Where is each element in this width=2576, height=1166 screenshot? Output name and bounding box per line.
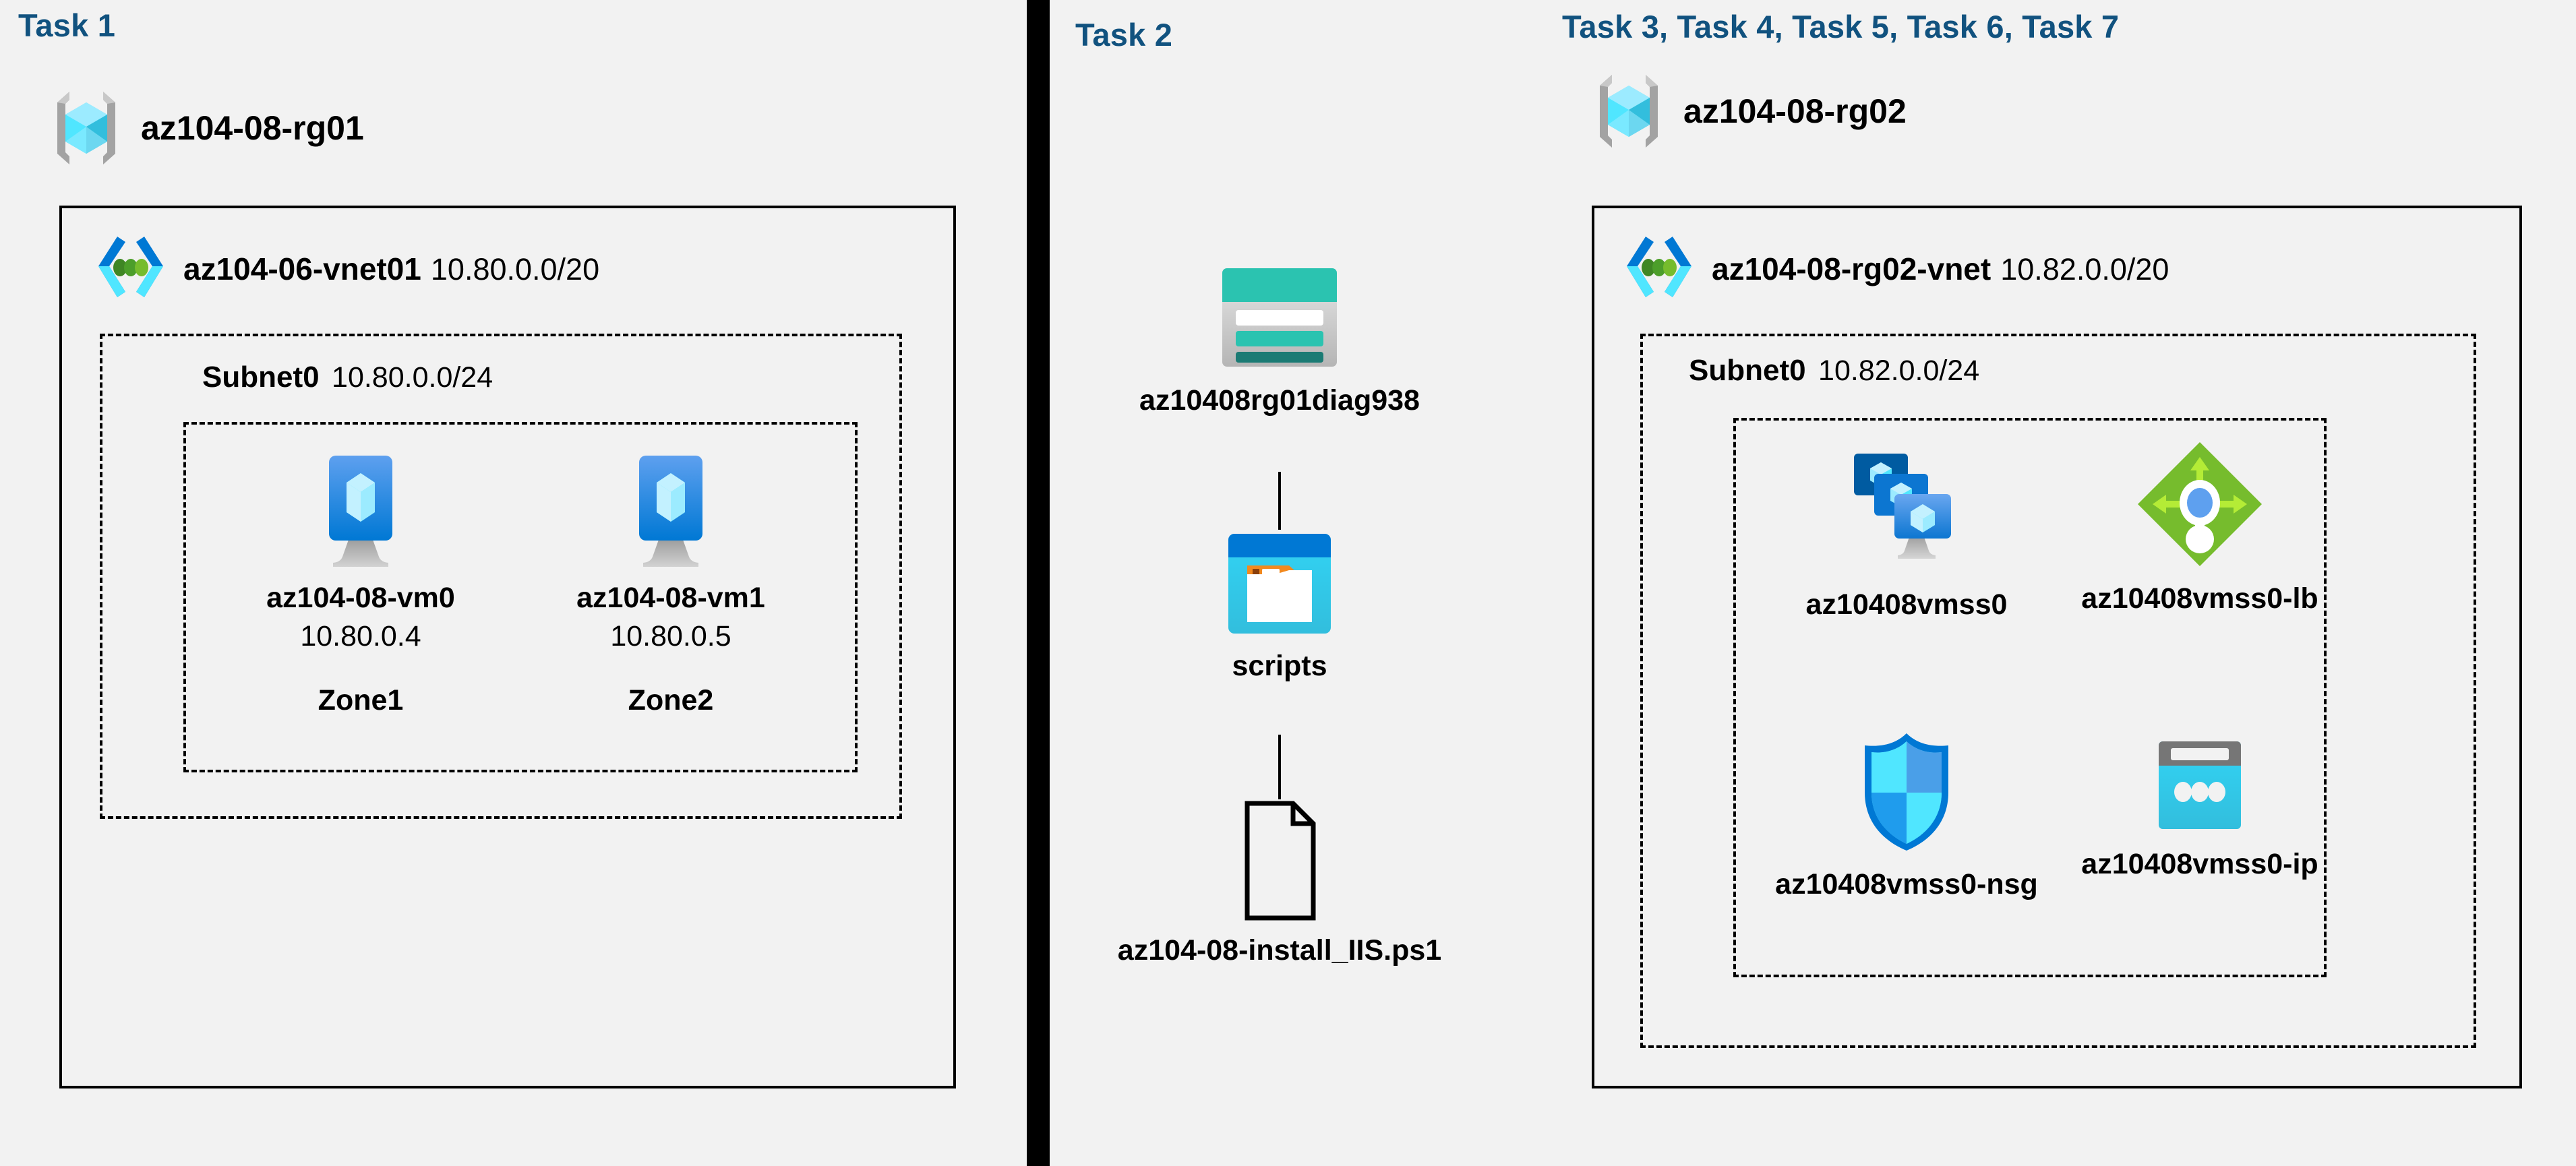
virtual-machine-icon — [310, 452, 411, 570]
storage-account-icon — [1216, 263, 1344, 372]
subnet-header: Subnet0 10.80.0.0/24 — [202, 361, 493, 394]
subnet-cidr: 10.80.0.0/24 — [332, 361, 493, 394]
load-balancer-icon — [2134, 438, 2266, 570]
subnet-box-subnet0 — [1640, 334, 2476, 1048]
vnet-cidr: 10.82.0.0/20 — [2000, 252, 2169, 286]
subnet-box-subnet0 — [100, 334, 902, 819]
blob-container-name: scripts — [1232, 650, 1327, 682]
resource-group-icon — [49, 88, 123, 168]
vnet-name: az104-06-vnet01 — [183, 251, 421, 286]
script-file-name: az104-08-install_IIS.ps1 — [1117, 934, 1442, 966]
resource-node-vm1[interactable]: az104-08-vm1 10.80.0.5 Zone2 — [573, 452, 769, 717]
subnet-name: Subnet0 — [1689, 354, 1806, 387]
virtual-network-icon — [93, 233, 169, 305]
vnet-box-az104-06-vnet01 — [59, 206, 956, 1088]
resource-node-script-file[interactable]: az104-08-install_IIS.ps1 — [1050, 799, 1509, 967]
subnet-name: Subnet0 — [202, 361, 320, 394]
resource-node-public-ip[interactable]: az10408vmss0-ip — [2065, 735, 2335, 881]
panel-task-2: Task 2 az10408rg01diag938 — [1027, 0, 1578, 1166]
subnet-cidr: 10.82.0.0/24 — [1818, 355, 1980, 387]
panel-task-1: Task 1 az104-08-rg01 — [0, 0, 1027, 1166]
vnet-header: az104-06-vnet01 10.80.0.0/20 — [93, 233, 599, 305]
public-ip-name: az10408vmss0-ip — [2081, 848, 2318, 880]
resource-node-blob-container[interactable]: scripts — [1050, 530, 1509, 683]
vm-name: az104-08-vm0 — [266, 582, 455, 614]
vnet-header: az104-08-rg02-vnet 10.82.0.0/20 — [1621, 233, 2169, 305]
resource-node-vmss[interactable]: az10408vmss0 — [1772, 441, 2041, 621]
vm-ip: 10.80.0.4 — [300, 620, 421, 652]
virtual-machine-icon — [620, 452, 721, 570]
public-ip-address-icon — [2149, 735, 2250, 836]
connector-storage-to-container — [1278, 472, 1281, 530]
task-2-title: Task 2 — [1075, 17, 1173, 53]
network-security-group-icon — [1853, 728, 1960, 856]
vnet-cidr: 10.80.0.0/20 — [430, 252, 600, 286]
vm-zone: Zone2 — [628, 684, 714, 716]
resource-group-inner-box — [1733, 418, 2327, 977]
resource-node-storage-account[interactable]: az10408rg01diag938 — [1050, 263, 1509, 417]
task-1-title: Task 1 — [18, 7, 116, 43]
availability-zone-group-box — [183, 422, 858, 772]
resource-group-name: az104-08-rg01 — [141, 109, 364, 147]
resource-group-header-rg01: az104-08-rg01 — [49, 88, 364, 168]
resource-group-name: az104-08-rg02 — [1683, 92, 1907, 130]
vm-name: az104-08-vm1 — [576, 582, 765, 614]
vm-ip: 10.80.0.5 — [610, 620, 731, 652]
resource-node-vm0[interactable]: az104-08-vm0 10.80.0.4 Zone1 — [263, 452, 458, 717]
storage-account-name: az10408rg01diag938 — [1139, 384, 1420, 417]
blob-container-icon — [1223, 530, 1336, 638]
virtual-network-icon — [1621, 233, 1697, 305]
vm-zone: Zone1 — [318, 684, 404, 716]
panel-task-3-to-7: Task 3, Task 4, Task 5, Task 6, Task 7 a… — [1532, 0, 2576, 1166]
vm-scale-set-icon — [1839, 441, 1974, 576]
resource-node-nsg[interactable]: az10408vmss0-nsg — [1772, 728, 2041, 901]
subnet-header: Subnet0 10.82.0.0/24 — [1689, 354, 1979, 388]
connector-container-to-file — [1278, 735, 1281, 799]
vnet-box-az104-08-rg02-vnet — [1592, 206, 2522, 1088]
resource-group-icon — [1592, 71, 1666, 152]
resource-node-load-balancer[interactable]: az10408vmss0-lb — [2065, 438, 2335, 615]
vnet-name: az104-08-rg02-vnet — [1712, 251, 1991, 286]
task-3-to-7-title: Task 3, Task 4, Task 5, Task 6, Task 7 — [1562, 9, 2120, 44]
load-balancer-name: az10408vmss0-lb — [2081, 582, 2318, 615]
resource-group-header-rg02: az104-08-rg02 — [1592, 71, 1907, 152]
vmss-name: az10408vmss0 — [1805, 588, 2008, 621]
file-document-icon — [1232, 799, 1327, 922]
nsg-name: az10408vmss0-nsg — [1775, 868, 2038, 900]
